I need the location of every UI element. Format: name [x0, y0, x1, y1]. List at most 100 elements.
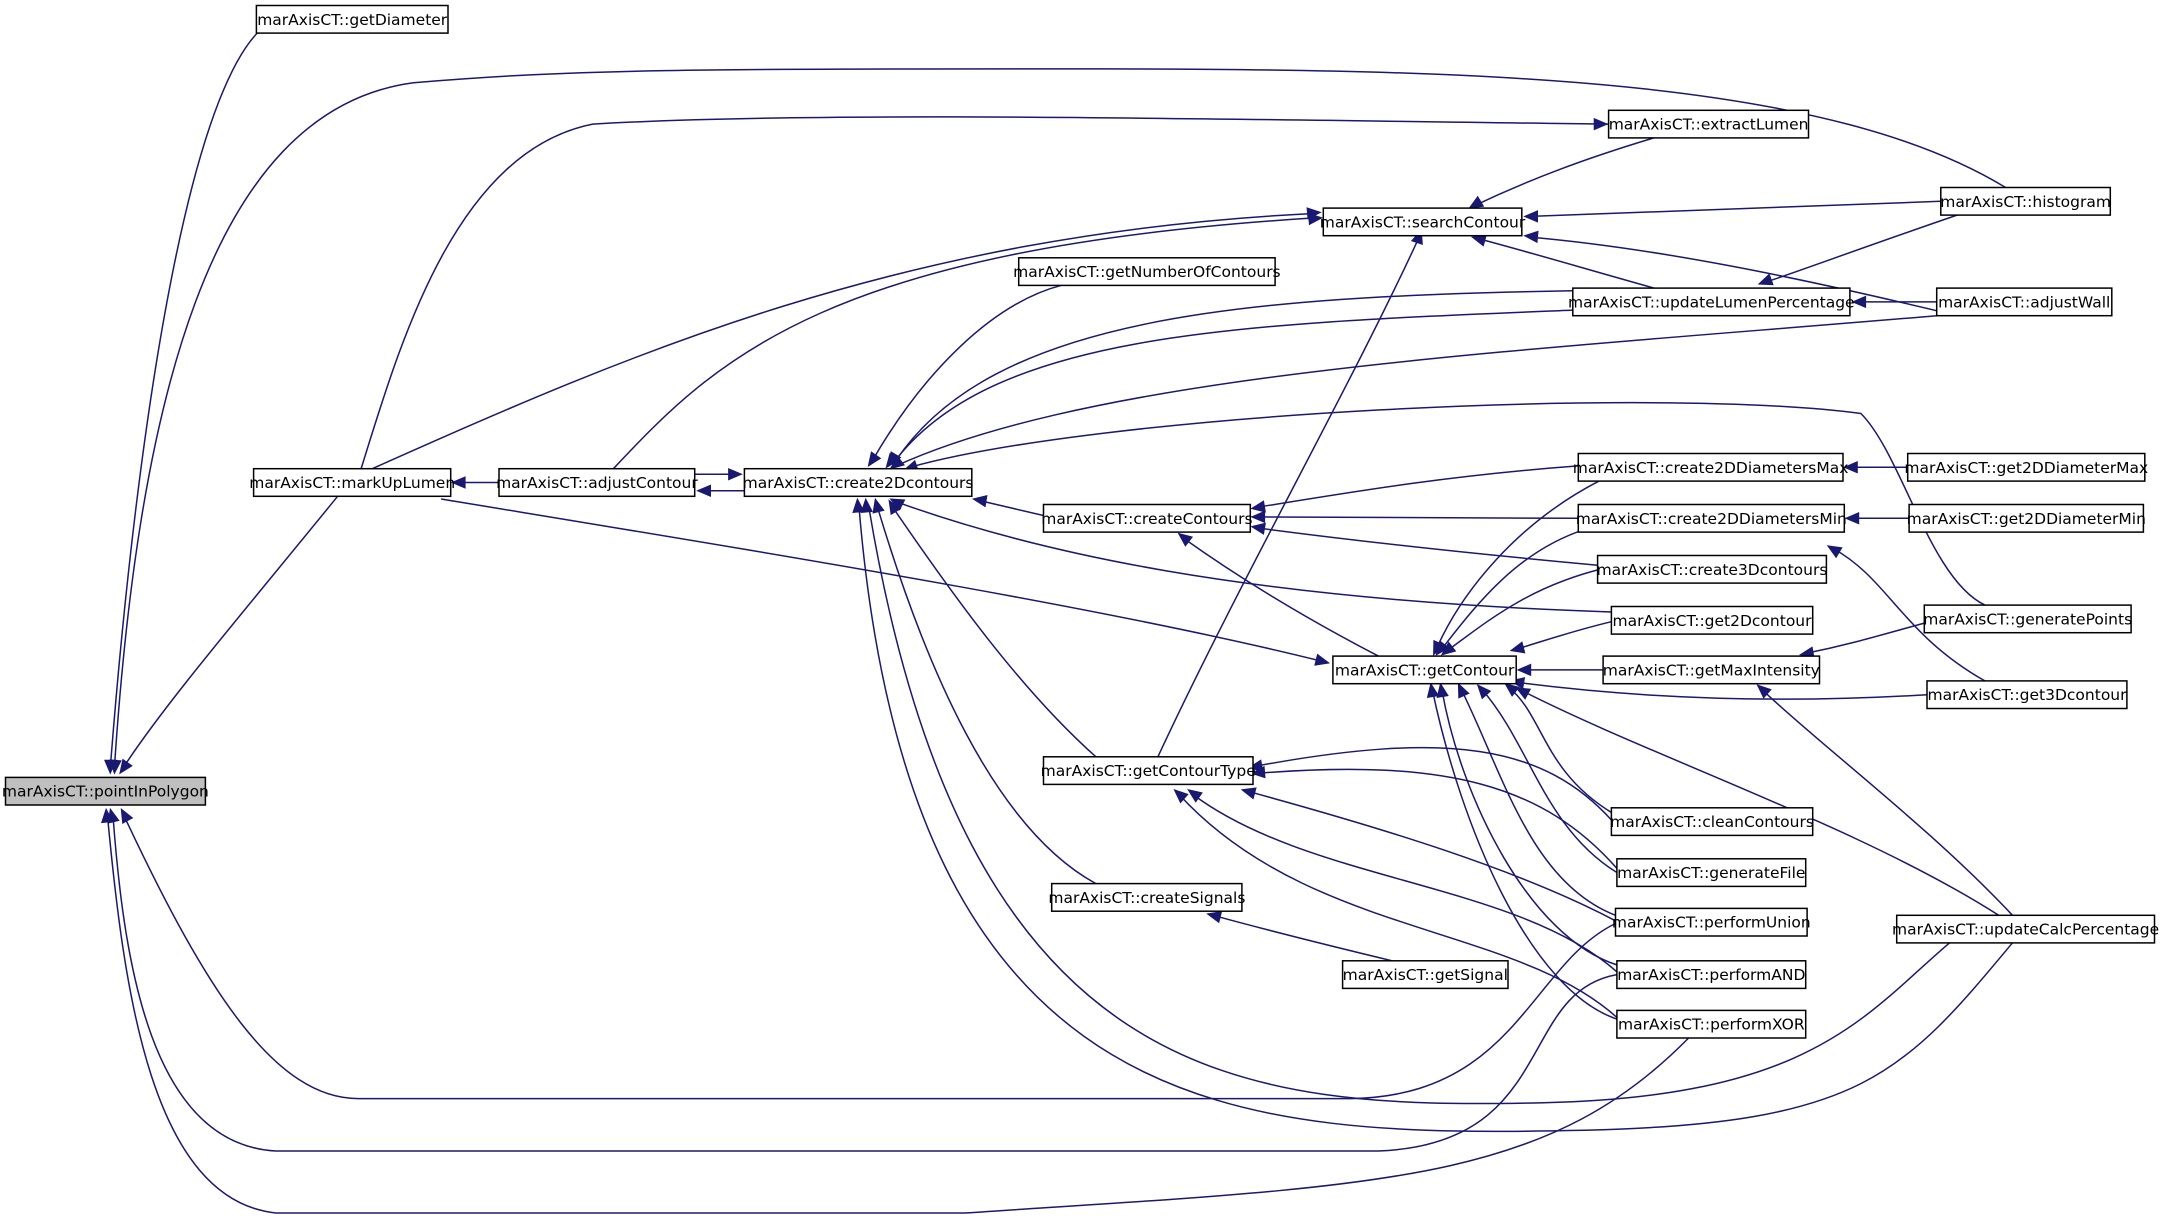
node-label: marAxisCT::get3Dcontour — [1928, 686, 2128, 704]
node-label: marAxisCT::createContours — [1041, 510, 1252, 528]
node-get2Dcontour[interactable]: marAxisCT::get2Dcontour — [1610, 605, 1814, 635]
edge-get2DDiameterMin-to-create2DDiametersMin — [1844, 512, 1910, 525]
node-getMaxIntensity[interactable]: marAxisCT::getMaxIntensity — [1602, 655, 1821, 685]
node-label: marAxisCT::generateFile — [1617, 864, 1805, 882]
node-pointInPolygon[interactable]: marAxisCT::pointInPolygon — [2, 776, 209, 806]
edge-performAND-to-getContour — [1436, 682, 1618, 966]
node-label: marAxisCT::updateCalcPercentage — [1892, 921, 2159, 939]
node-markUpLumen[interactable]: marAxisCT::markUpLumen — [249, 467, 455, 498]
node-generateFile[interactable]: marAxisCT::generateFile — [1616, 858, 1807, 888]
node-label: marAxisCT::get2DDiameterMin — [1907, 510, 2146, 528]
node-label: marAxisCT::create2DDiametersMin — [1576, 510, 1847, 528]
node-box — [1926, 680, 2128, 710]
edge-create3Dcontours-to-createContours — [1250, 522, 1598, 566]
node-getContour[interactable]: marAxisCT::getContour — [1332, 655, 1517, 685]
node-box — [255, 4, 449, 34]
node-box — [1596, 554, 1828, 584]
node-label: marAxisCT::create2DDiametersMax — [1573, 459, 1849, 477]
node-label: marAxisCT::performAND — [1617, 966, 1805, 984]
node-label: marAxisCT::updateLumenPercentage — [1568, 293, 1855, 311]
edge-adjustWall-to-searchContour — [1523, 230, 1958, 317]
node-label: marAxisCT::getSignal — [1343, 966, 1508, 984]
node-performAND[interactable]: marAxisCT::performAND — [1616, 960, 1807, 990]
edge-getSignal-to-createSignals — [1206, 911, 1393, 962]
node-create3Dcontours[interactable]: marAxisCT::create3Dcontours — [1596, 554, 1828, 584]
node-performUnion[interactable]: marAxisCT::performUnion — [1612, 907, 1811, 937]
node-updateLumenPercentage[interactable]: marAxisCT::updateLumenPercentage — [1568, 287, 1855, 317]
node-box — [1906, 452, 2146, 482]
edge-extractLumen-to-markUpLumen — [360, 116, 1609, 469]
edge-create2DDiametersMin-to-getContour — [1435, 528, 1586, 656]
edge-adjustWall-to-create2Dcontours — [889, 314, 1937, 470]
node-label: marAxisCT::getContourType — [1041, 762, 1256, 780]
node-box — [1042, 756, 1254, 786]
node-createContours[interactable]: marAxisCT::createContours — [1041, 503, 1253, 533]
node-box — [1042, 503, 1252, 533]
edge-updateCalcPercentage-to-create2Dcontours — [860, 497, 1986, 1105]
node-box — [1602, 655, 1821, 685]
edge-cleanContours-to-getContour — [1504, 682, 1614, 814]
node-get3Dcontour[interactable]: marAxisCT::get3Dcontour — [1926, 680, 2128, 710]
node-label: marAxisCT::searchContour — [1320, 213, 1526, 231]
edge-histogram-to-updateLumenPercentage — [1757, 214, 1958, 286]
edge-generateFile-to-getContour — [1476, 684, 1618, 874]
node-cleanContours[interactable]: marAxisCT::cleanContours — [1610, 807, 1814, 837]
edge-searchContour-to-adjustContour — [612, 212, 1324, 470]
node-searchContour[interactable]: marAxisCT::searchContour — [1320, 207, 1526, 237]
edge-getMaxIntensity-to-getContour — [1516, 663, 1604, 677]
node-box — [1577, 503, 1846, 533]
node-updateCalcPercentage[interactable]: marAxisCT::updateCalcPercentage — [1892, 914, 2159, 944]
edge-cleanContours-to-getContourType — [1247, 746, 1614, 823]
node-getDiameter[interactable]: marAxisCT::getDiameter — [255, 4, 449, 34]
node-generatePoints[interactable]: marAxisCT::generatePoints — [1923, 604, 2132, 634]
edge-performAND-to-getContourType — [1187, 789, 1618, 973]
node-getSignal[interactable]: marAxisCT::getSignal — [1341, 960, 1509, 990]
node-label: marAxisCT::createSignals — [1048, 889, 1245, 907]
node-box — [1341, 960, 1509, 990]
node-box — [1616, 858, 1807, 888]
node-adjustWall[interactable]: marAxisCT::adjustWall — [1935, 287, 2113, 317]
edge-performXOR-to-getContourType — [1173, 788, 1621, 1021]
node-getContourType[interactable]: marAxisCT::getContourType — [1041, 756, 1256, 786]
node-box — [1908, 503, 2145, 533]
node-label: marAxisCT::histogram — [1940, 193, 2111, 211]
node-create2DDiametersMax[interactable]: marAxisCT::create2DDiametersMax — [1573, 452, 1849, 482]
node-box — [252, 467, 452, 498]
edge-generatePoints-to-getMaxIntensity — [1798, 622, 1925, 659]
node-adjustContour[interactable]: marAxisCT::adjustContour — [496, 467, 698, 498]
edge-performUnion-to-getContourType — [1240, 787, 1616, 922]
node-label: marAxisCT::performUnion — [1612, 914, 1811, 932]
node-label: marAxisCT::get2Dcontour — [1613, 612, 1813, 630]
node-box — [1940, 186, 2112, 216]
node-create2DDiametersMin[interactable]: marAxisCT::create2DDiametersMin — [1576, 503, 1847, 533]
edge-updateCalcPercentage-to-create2Dcontours-secondary — [852, 497, 2014, 1133]
node-create2Dcontours[interactable]: marAxisCT::create2Dcontours — [743, 467, 974, 498]
node-box — [1610, 605, 1814, 635]
node-createSignals[interactable]: marAxisCT::createSignals — [1048, 882, 1245, 912]
edge-adjustContour-to-markUpLumen — [450, 476, 499, 489]
node-label: marAxisCT::pointInPolygon — [2, 783, 209, 801]
node-box — [1017, 257, 1276, 287]
node-box — [4, 776, 207, 806]
node-label: marAxisCT::create3Dcontours — [1597, 561, 1828, 579]
edge-create2DDiametersMax-to-createContours — [1250, 465, 1579, 513]
node-box — [1050, 882, 1243, 912]
node-getNumberOfContours[interactable]: marAxisCT::getNumberOfContours — [1013, 257, 1281, 287]
node-box — [1935, 287, 2113, 317]
node-label: marAxisCT::generatePoints — [1923, 610, 2132, 628]
node-get2DDiameterMax[interactable]: marAxisCT::get2DDiameterMax — [1904, 452, 2148, 482]
node-get2DDiameterMin[interactable]: marAxisCT::get2DDiameterMin — [1907, 503, 2146, 533]
node-box — [1607, 109, 1810, 139]
node-box — [498, 467, 696, 498]
node-histogram[interactable]: marAxisCT::histogram — [1940, 186, 2112, 216]
edge-updateLumenPercentage-to-searchContour — [1470, 234, 1655, 289]
edge-performXOR-to-pointInPolygon — [100, 807, 1690, 1214]
node-box — [1923, 604, 2132, 634]
node-performXOR[interactable]: marAxisCT::performXOR — [1616, 1009, 1807, 1039]
node-box — [1577, 452, 1844, 482]
node-box — [1616, 960, 1807, 990]
edge-updateLumenPercentage-to-create2Dcontours — [888, 290, 1573, 468]
node-extractLumen[interactable]: marAxisCT::extractLumen — [1607, 109, 1810, 139]
edge-histogram-to-pointInPolygon — [109, 68, 2006, 775]
